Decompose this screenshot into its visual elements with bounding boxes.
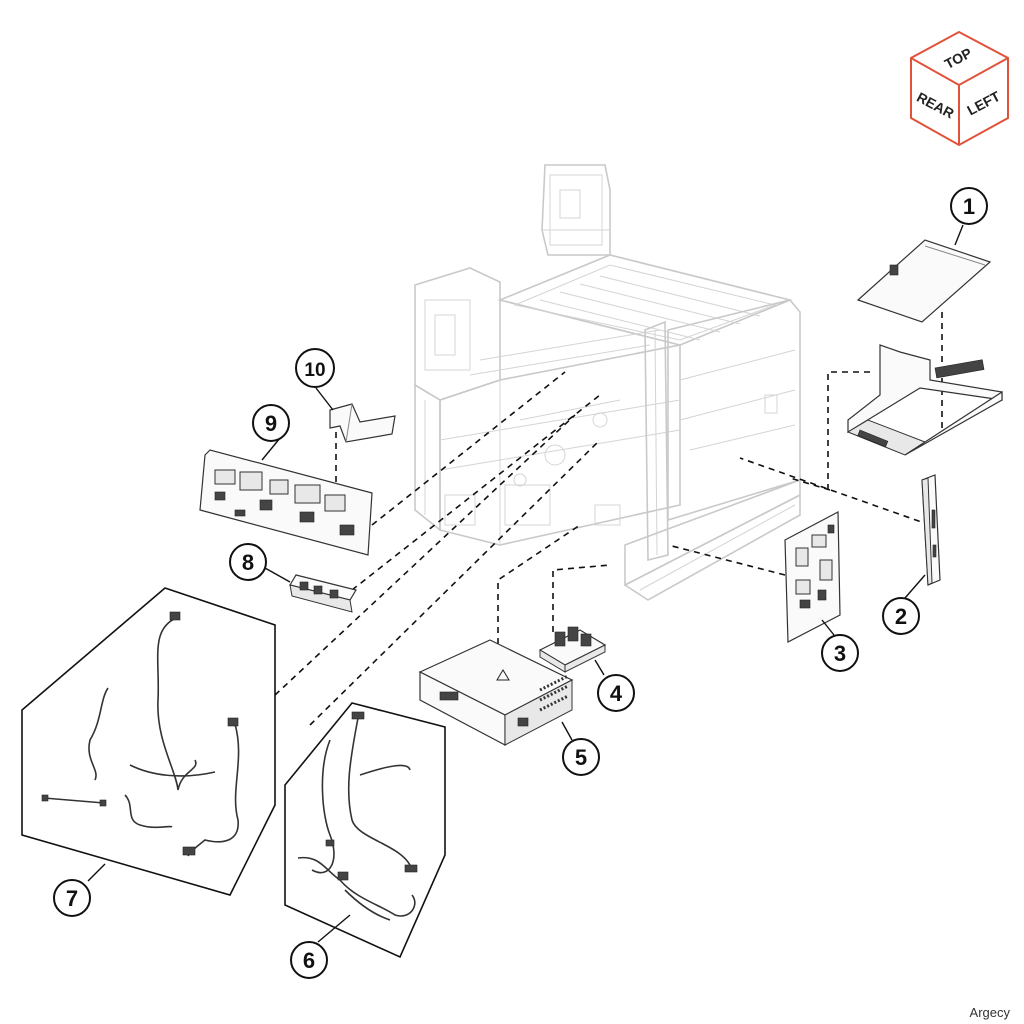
callout-10: 10 (295, 348, 335, 388)
callout-9: 9 (252, 404, 290, 442)
callout-4: 4 (597, 674, 635, 712)
callout-5: 5 (562, 738, 600, 776)
watermark-text: Argecy (969, 1005, 1010, 1020)
callout-6-label: 6 (303, 948, 315, 973)
printer-frame (414, 164, 801, 601)
part-6-cable-kit (284, 702, 446, 959)
part-8-small-board (289, 574, 357, 613)
orientation-cube: TOP REAR LEFT (910, 30, 1009, 147)
callout-8: 8 (229, 543, 267, 581)
part-10-clip (329, 403, 396, 443)
part-5-power-supply (418, 639, 574, 746)
callout-1-label: 1 (963, 194, 975, 219)
part-2-bracket (921, 474, 941, 586)
callout-1: 1 (950, 187, 988, 225)
callout-3-label: 3 (834, 641, 846, 666)
callout-2: 2 (882, 597, 920, 635)
callout-5-label: 5 (575, 745, 587, 770)
part-7-harness-kit (21, 587, 276, 896)
callout-9-label: 9 (265, 411, 277, 436)
callout-6: 6 (290, 941, 328, 979)
part-9-main-board (199, 449, 373, 556)
callout-7-label: 7 (66, 886, 78, 911)
callout-10-label: 10 (304, 360, 325, 381)
callout-3: 3 (821, 634, 859, 672)
callout-7: 7 (53, 879, 91, 917)
part-4-connector-module (538, 626, 607, 673)
callout-4-label: 4 (610, 681, 623, 706)
callout-8-label: 8 (242, 550, 254, 575)
part-3-circuit-board (784, 511, 841, 643)
part-1-controller-board (846, 239, 1003, 456)
callout-2-label: 2 (895, 604, 907, 629)
part-1-bracket-assembly (846, 344, 1003, 456)
